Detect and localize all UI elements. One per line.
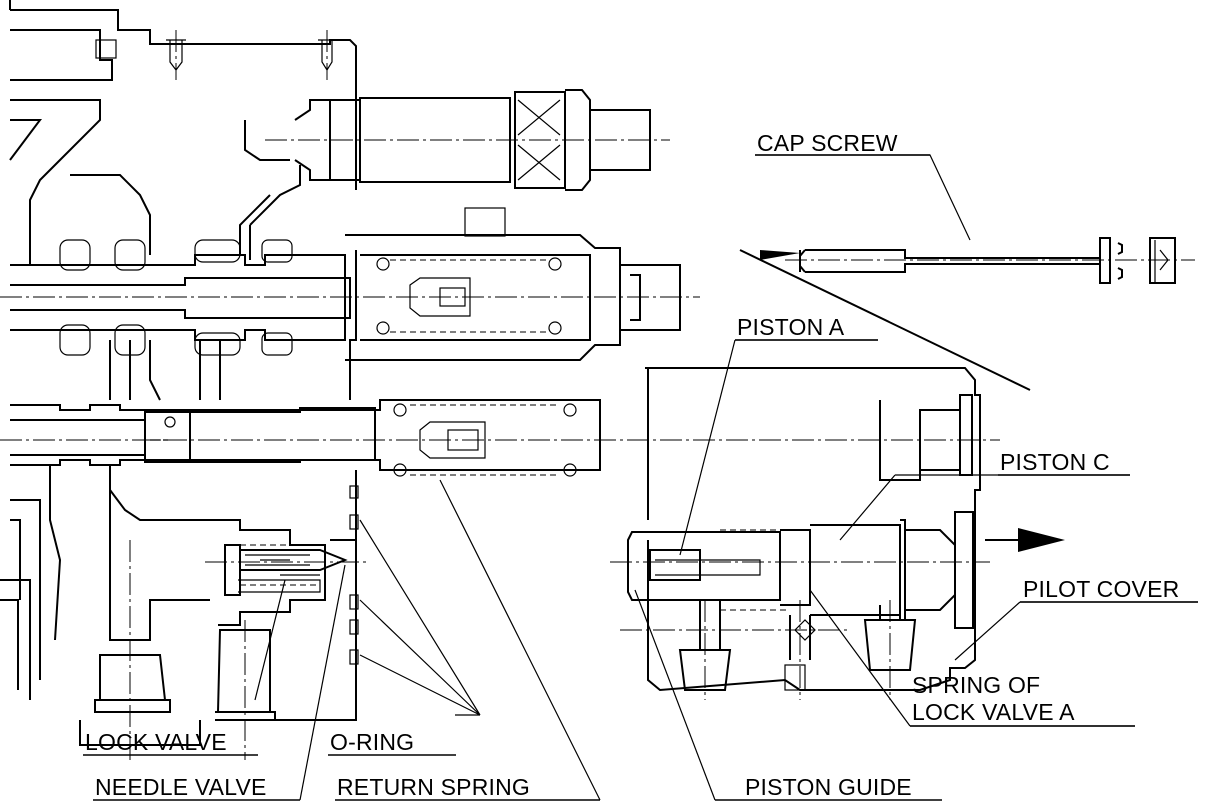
pilot-cover <box>610 367 990 700</box>
lock-needle-valve <box>205 544 370 596</box>
label-pilot-cover: PILOT COVER <box>1023 576 1179 602</box>
arrow-head-pilot-cover <box>1018 528 1065 552</box>
o-ring-markers <box>349 514 359 665</box>
label-return-spring: RETURN SPRING <box>337 774 530 800</box>
assembly-arrows <box>739 249 1065 552</box>
arrow-head-cap-screw <box>760 250 800 260</box>
top-fitting <box>239 89 670 260</box>
cap-screw <box>785 237 1195 284</box>
label-piston-guide: PISTON GUIDE <box>745 774 912 800</box>
label-cap-screw: CAP SCREW <box>757 130 898 156</box>
label-spring-of: SPRING OF <box>912 672 1040 698</box>
part-labels: CAP SCREW PISTON A PISTON C PILOT COVER … <box>83 130 1198 801</box>
label-piston-c: PISTON C <box>1000 449 1110 475</box>
label-needle-valve: NEEDLE VALVE <box>95 774 267 800</box>
label-lock-valve-a: LOCK VALVE A <box>912 699 1075 725</box>
valve-body-outline <box>0 0 1000 760</box>
upper-spring-assembly <box>345 207 681 361</box>
label-o-ring: O-RING <box>330 729 414 755</box>
label-piston-a: PISTON A <box>737 314 845 340</box>
label-lock-valve: LOCK VALVE <box>85 729 227 755</box>
lower-spring-assembly <box>349 403 577 499</box>
